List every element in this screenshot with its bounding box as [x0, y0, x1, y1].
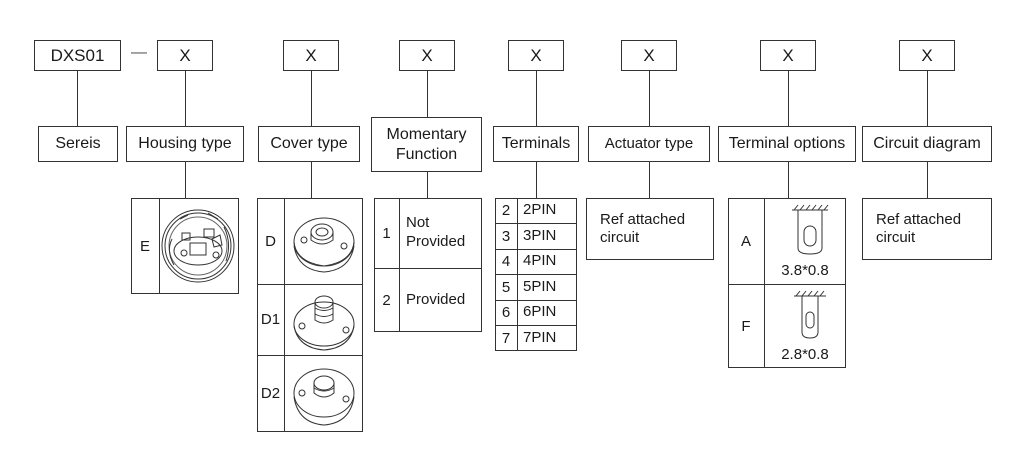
terminal-code: 7	[501, 329, 511, 347]
placeholder-housing: X	[157, 40, 213, 71]
terminal-label: 2PIN	[523, 201, 557, 219]
table-divider	[257, 355, 363, 356]
terminal-label: 3PIN	[523, 226, 557, 244]
connector-line	[788, 71, 789, 126]
series-code-box: DXS01	[34, 40, 121, 71]
cover-d1-drawing	[293, 295, 355, 351]
cover-d2-drawing	[293, 368, 355, 426]
connector-line	[311, 162, 312, 198]
table-divider	[257, 284, 363, 285]
momentary-label-2: Provided	[406, 290, 466, 308]
momentary-option-table	[374, 198, 482, 332]
cover-code-d2: D2	[260, 385, 281, 402]
actuator-note-box	[586, 198, 714, 260]
connector-line	[649, 71, 650, 126]
placeholder-momentary: X	[399, 40, 455, 71]
housing-drawing	[161, 209, 235, 283]
terminal-code: 5	[501, 278, 511, 296]
connector-line	[427, 71, 428, 117]
label-terminal-options: Terminal options	[718, 126, 856, 162]
connector-line	[77, 71, 78, 126]
label-series: Sereis	[38, 126, 118, 162]
table-divider	[399, 198, 400, 332]
connector-line	[185, 71, 186, 126]
table-divider	[495, 274, 577, 275]
table-divider	[764, 198, 765, 368]
terminal-f-size: 2.8*0.8	[781, 345, 829, 363]
terminal-code: 3	[501, 227, 511, 245]
table-divider	[284, 198, 285, 432]
cover-code-d1: D1	[260, 311, 281, 328]
terminal-label: 4PIN	[523, 252, 557, 270]
connector-line	[927, 71, 928, 126]
connector-line	[311, 71, 312, 126]
label-cover-type: Cover type	[258, 126, 360, 162]
connector-line	[185, 162, 186, 198]
table-divider	[495, 325, 577, 326]
terminal-option-code-a: A	[740, 232, 751, 250]
label-terminals: Terminals	[493, 126, 579, 162]
connector-line	[536, 162, 537, 198]
placeholder-cover: X	[283, 40, 339, 71]
terminal-a-drawing	[792, 204, 829, 255]
cover-code-d: D	[265, 232, 276, 250]
label-circuit-diagram: Circuit diagram	[862, 126, 992, 162]
housing-code: E	[139, 237, 150, 255]
terminal-label: 7PIN	[523, 328, 557, 346]
table-divider	[728, 284, 846, 285]
terminal-code: 2	[501, 202, 511, 219]
series-code: DXS01	[50, 45, 105, 65]
terminal-options-table	[728, 198, 846, 368]
momentary-code-1: 1	[382, 224, 391, 242]
placeholder-circuit: X	[899, 40, 955, 71]
momentary-code-2: 2	[382, 291, 391, 309]
connector-line	[427, 172, 428, 198]
table-divider	[374, 268, 482, 269]
code-separator-dash: —	[131, 44, 147, 61]
table-divider	[495, 223, 577, 224]
table-divider	[159, 198, 160, 294]
terminal-code: 4	[501, 253, 511, 270]
circuit-note-box	[862, 198, 992, 260]
table-divider	[495, 300, 577, 301]
terminal-code: 6	[501, 304, 511, 321]
cover-d-drawing	[293, 217, 355, 273]
terminal-label: 6PIN	[523, 303, 557, 321]
cover-option-table	[257, 198, 363, 432]
terminal-a-size: 3.8*0.8	[781, 261, 829, 279]
label-actuator-type: Actuator type	[588, 126, 710, 162]
table-divider	[495, 249, 577, 250]
label-housing-type: Housing type	[126, 126, 244, 162]
connector-line	[536, 71, 537, 126]
connector-line	[927, 162, 928, 198]
terminal-f-drawing	[794, 290, 826, 339]
placeholder-terminals: X	[508, 40, 564, 71]
placeholder-terminal-options: X	[760, 40, 816, 71]
terminal-option-code-f: F	[741, 317, 751, 335]
connector-line	[649, 162, 650, 198]
terminal-label: 5PIN	[523, 277, 557, 295]
connector-line	[788, 162, 789, 198]
placeholder-actuator: X	[621, 40, 677, 71]
